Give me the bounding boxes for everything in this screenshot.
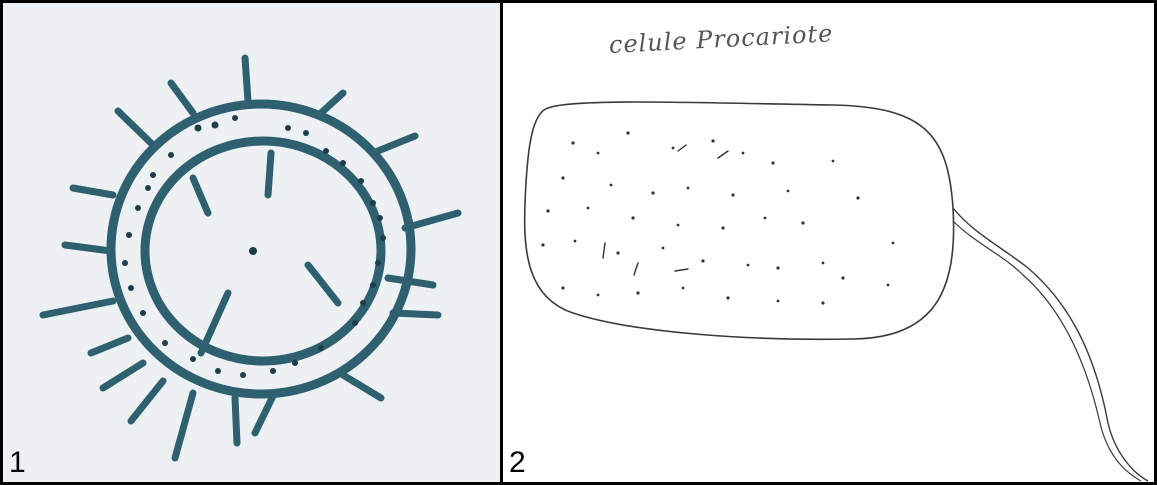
inner-membrane	[145, 141, 381, 361]
cell-body	[525, 102, 954, 339]
panel-2: celule Procariote	[503, 3, 1154, 482]
round-cell-drawing	[3, 3, 500, 482]
panel-1: 1	[3, 3, 500, 482]
flagellum	[953, 208, 1148, 481]
panel-number: 1	[9, 448, 26, 478]
panel-number: 2	[509, 448, 526, 478]
granules	[122, 115, 386, 378]
prokaryote-drawing	[503, 3, 1154, 482]
outer-membrane	[111, 104, 411, 394]
